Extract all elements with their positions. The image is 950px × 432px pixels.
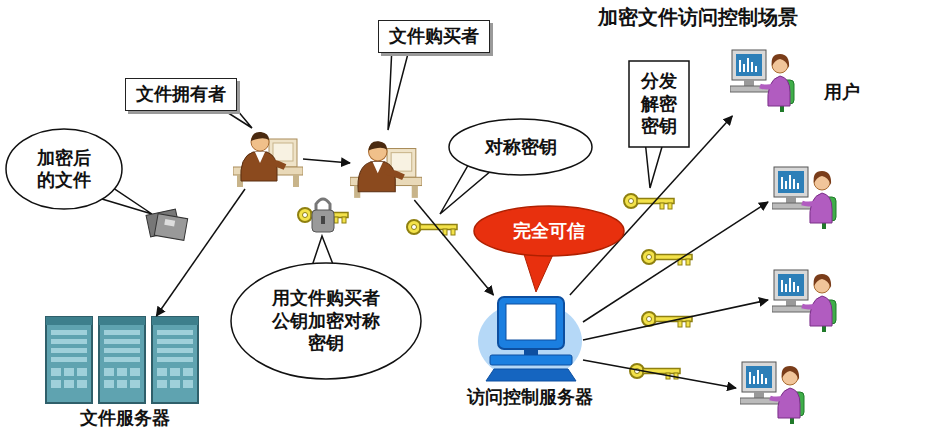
label-wrap: 文件服务器 [80,408,170,428]
callout-ellipse: 加密后的文件 [5,128,123,210]
user-group: 用户 [730,40,880,120]
label-wrap: 访问控制服务器 [467,387,593,407]
access-server-group: 访问控制服务器 [440,290,620,410]
user-figure [772,167,836,229]
node-label: 文件服务器 [80,408,170,428]
node-text: 用文件购买者公钥加密对称密钥 [269,287,382,355]
node-label: 用户 [824,82,860,102]
ellipse-shape [474,206,624,256]
label-box: 文件购买者 [378,20,490,53]
owner-figure [233,132,303,187]
edge-arrow [303,159,350,163]
user-figure [730,50,794,112]
file-server-figure [46,317,198,403]
node-text: 完全可信 [513,220,585,243]
distribution-arrow [583,360,736,388]
computer-figure [478,297,582,381]
icon-area [45,316,205,406]
callout-ellipse: 对称密钥 [448,118,593,176]
node-text: 分发解密密钥 [639,70,679,138]
node-text: 对称密钥 [485,136,557,159]
icon-area [730,44,800,116]
file-server-group: 文件服务器 [40,314,210,430]
callout-ellipse: 用文件购买者公钥加密对称密钥 [230,262,422,380]
node-text: 加密后的文件 [35,147,93,192]
label-box: 文件拥有者 [125,78,237,111]
node-label: 访问控制服务器 [467,387,593,407]
callout-box: 分发解密密钥 [628,60,690,148]
user-figure [772,270,836,332]
trust-ellipse: 完全可信 [473,205,625,257]
buyer-group: 文件购买者 [345,20,515,202]
label-wrap: 文件购买者 [378,20,490,53]
edge-arrow [414,200,493,295]
diagram-title: 加密文件访问控制场景 [598,4,798,31]
icon-area [350,132,422,200]
encrypted-file-figure [146,209,188,240]
label-wrap: 文件拥有者 [125,78,237,111]
user-figure [740,362,804,424]
icon-area [480,295,580,383]
icon-area [233,123,303,189]
label-wrap: 用户 [824,82,860,102]
rect-shape [629,61,689,147]
ellipse-shape [449,119,592,175]
key-symbol [642,312,692,327]
locked-key-figure [298,199,348,232]
owner-group: 文件拥有者 [125,78,305,190]
ellipse-shape [6,129,122,209]
ellipse-shape [231,263,421,379]
edge-arrow [156,189,245,316]
distribution-arrow [583,300,768,340]
buyer-figure [350,141,422,198]
callout-tail [388,46,410,130]
key-symbol [642,250,692,265]
